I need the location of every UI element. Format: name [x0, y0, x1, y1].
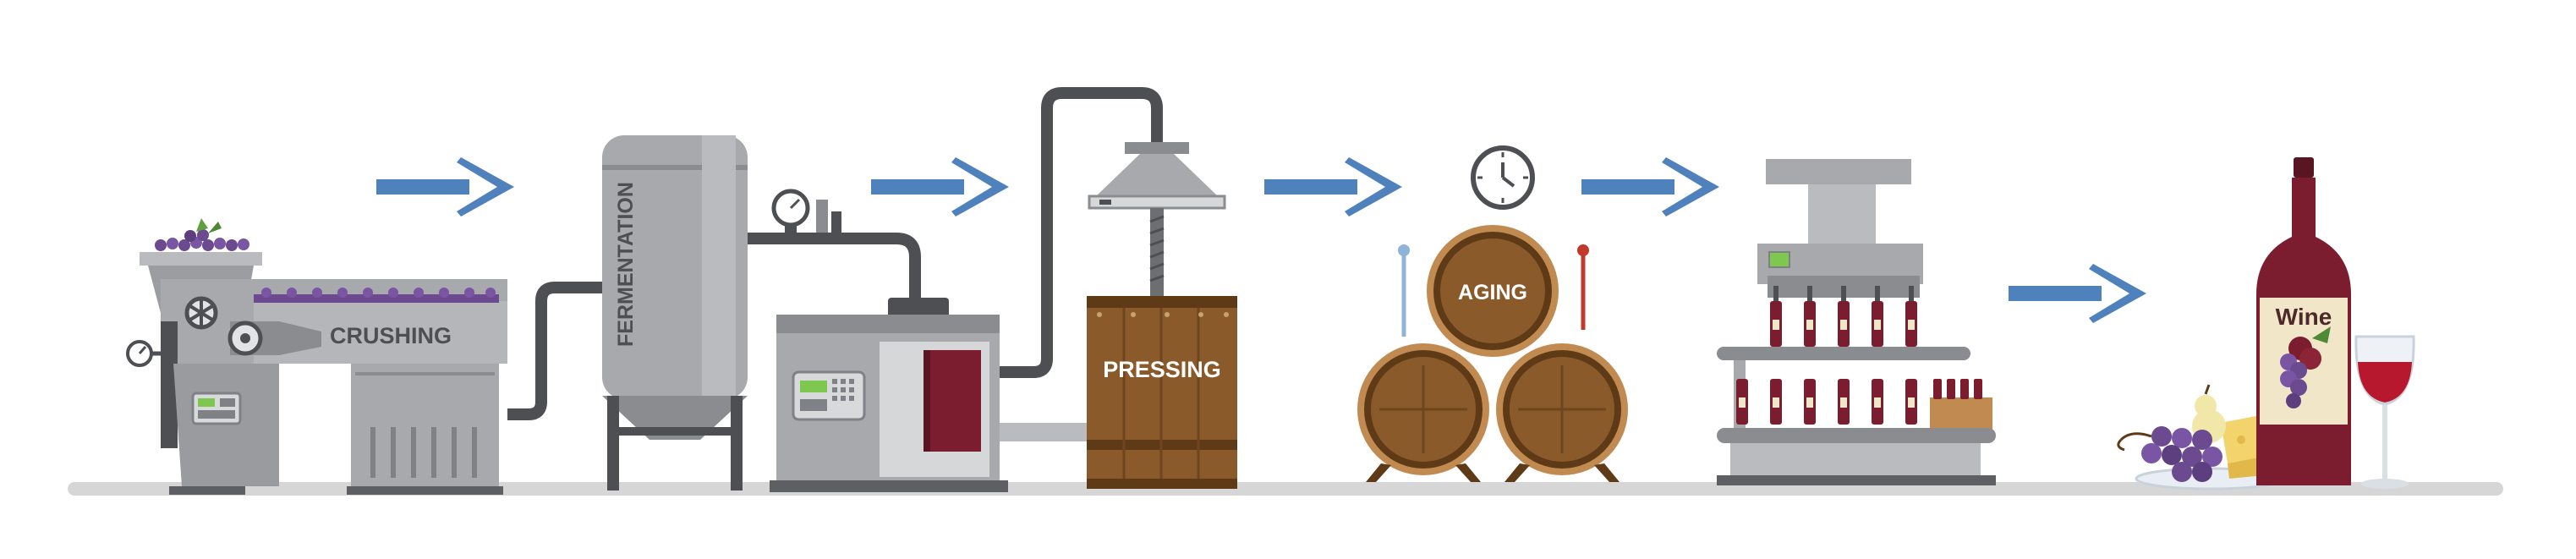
stage-label-aging: AGING	[1458, 281, 1527, 304]
processing-unit	[770, 298, 1093, 492]
aging-barrels: AGING	[1357, 145, 1628, 482]
control-panel	[792, 370, 866, 421]
arrow-right-icon	[376, 157, 514, 216]
wine-glass-icon	[2354, 335, 2415, 489]
pressure-gauge-icon	[126, 340, 161, 367]
bottle-row-lower	[1736, 379, 1917, 425]
arrow-right-icon	[1581, 157, 1719, 216]
filler-nozzles	[1773, 286, 1914, 301]
pipe-unit-press	[1000, 87, 1163, 378]
pipe-crusher-fermenter	[507, 282, 609, 420]
barrel-top: AGING	[1427, 225, 1559, 357]
pipe-fermenter-unit	[748, 233, 921, 304]
wine-press: PRESSING	[1087, 142, 1237, 489]
fermentation-tank: FERMENTATION	[602, 135, 748, 490]
control-panel	[191, 392, 242, 425]
grapes-icon	[155, 218, 249, 251]
wine-crate	[1930, 379, 1992, 430]
wine-bottle: Wine	[2256, 157, 2351, 485]
crusher-wheel-icon	[184, 296, 218, 330]
grapes-icon	[2280, 326, 2331, 408]
crusher-machine: CRUSHING	[126, 218, 507, 495]
stage-label-crushing: CRUSHING	[330, 323, 452, 348]
barrel-bottom-right	[1496, 343, 1628, 482]
bottle-row-upper	[1770, 301, 1917, 347]
clock-icon	[1471, 145, 1535, 210]
bottle-label-text: Wine	[2276, 304, 2332, 330]
thermometer-icon	[1577, 244, 1589, 330]
conveyor-grapes	[254, 288, 499, 303]
barrel-bottom-left	[1357, 343, 1489, 482]
thermometer-icon	[1398, 244, 1410, 337]
bottling-machine	[1717, 159, 1996, 485]
grapes-icon	[2117, 426, 2222, 482]
stage-label-pressing: PRESSING	[1103, 357, 1221, 382]
stage-label-fermentation: FERMENTATION	[614, 182, 638, 347]
arrow-right-icon	[1264, 157, 1402, 216]
arrow-right-icon	[871, 157, 1009, 216]
arrow-right-icon	[2009, 264, 2146, 323]
